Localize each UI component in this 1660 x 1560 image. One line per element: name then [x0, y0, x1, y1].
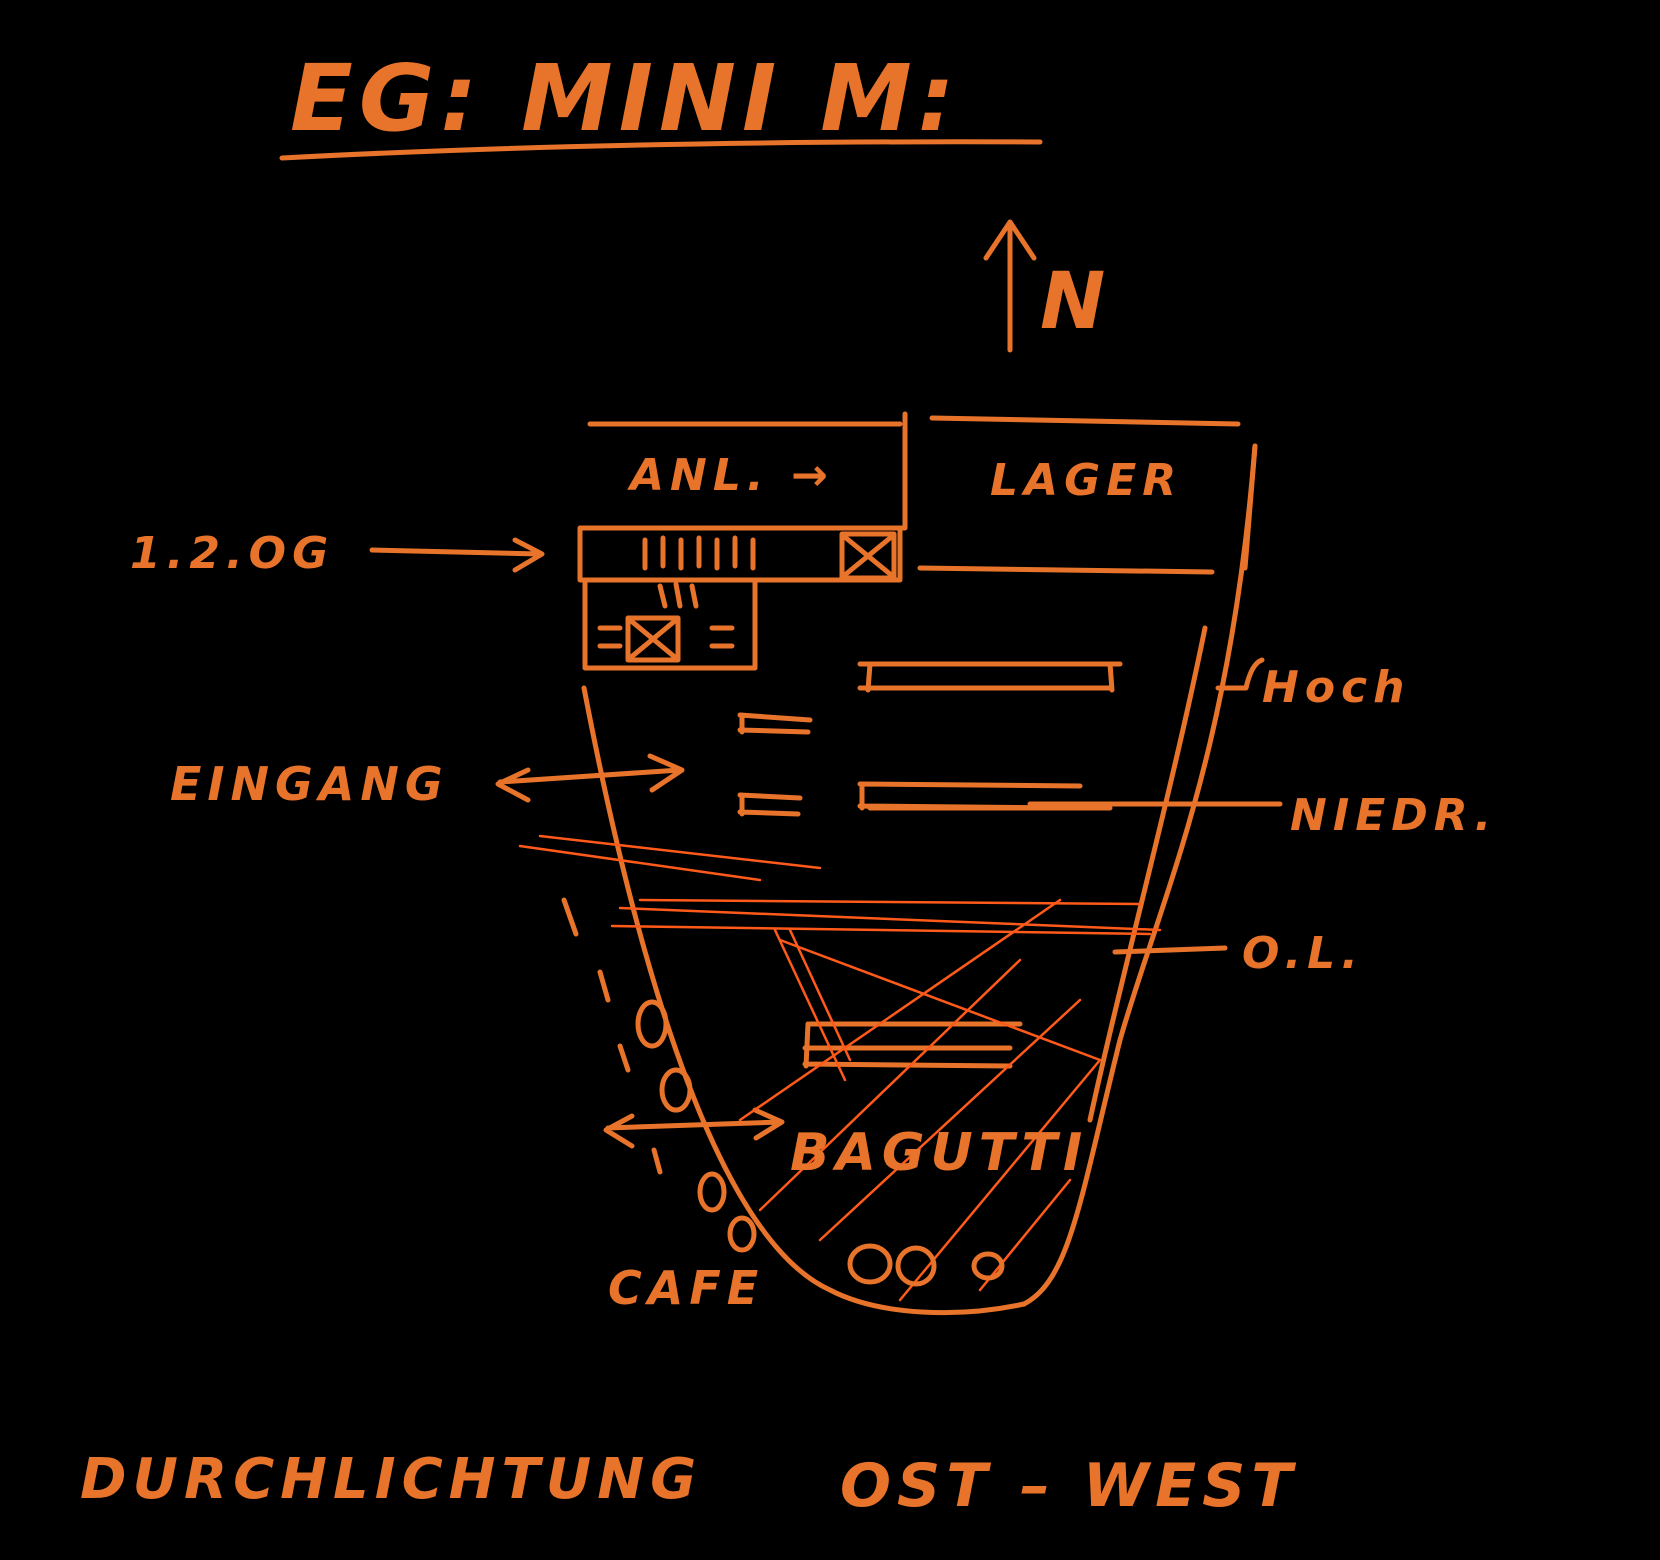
label-cafe: CAFE	[608, 1261, 764, 1315]
title-underline	[279, 139, 1043, 161]
building-outline-left	[581, 685, 1027, 1316]
ticks	[561, 897, 663, 1175]
room-label-anl: ANL. →	[627, 450, 834, 501]
footer-right: OST – WEST	[840, 1451, 1298, 1521]
interior-bars	[737, 661, 1123, 1069]
sketch-title: EG: MINI M:	[290, 45, 961, 152]
arrow-eing	[603, 1107, 785, 1149]
north-arrow-icon	[983, 219, 1037, 353]
building-outline-right	[1021, 443, 1258, 1307]
label-floors: 1.2.OG	[130, 528, 334, 579]
leader-ol	[1112, 945, 1228, 955]
building-inner-right	[1087, 625, 1208, 1123]
room-label-lager: LAGER	[990, 455, 1182, 506]
hatched-area	[518, 834, 1162, 1302]
label-eingang-upper: EINGANG	[170, 757, 449, 811]
arrow-floors	[369, 537, 545, 573]
label-bagutti: BAGUTTI	[790, 1123, 1088, 1183]
label-hoch: Hoch	[1262, 662, 1410, 713]
label-nieder: NIEDR.	[1290, 790, 1497, 841]
arrow-eingang	[495, 753, 685, 803]
north-label: N	[1040, 257, 1111, 347]
footer-left: DURCHLICHTUNG	[80, 1447, 702, 1512]
label-ol: O.L.	[1242, 928, 1364, 979]
leader-hoch	[1215, 657, 1265, 691]
stair-core	[577, 525, 903, 671]
cafe-tables	[635, 999, 1005, 1287]
